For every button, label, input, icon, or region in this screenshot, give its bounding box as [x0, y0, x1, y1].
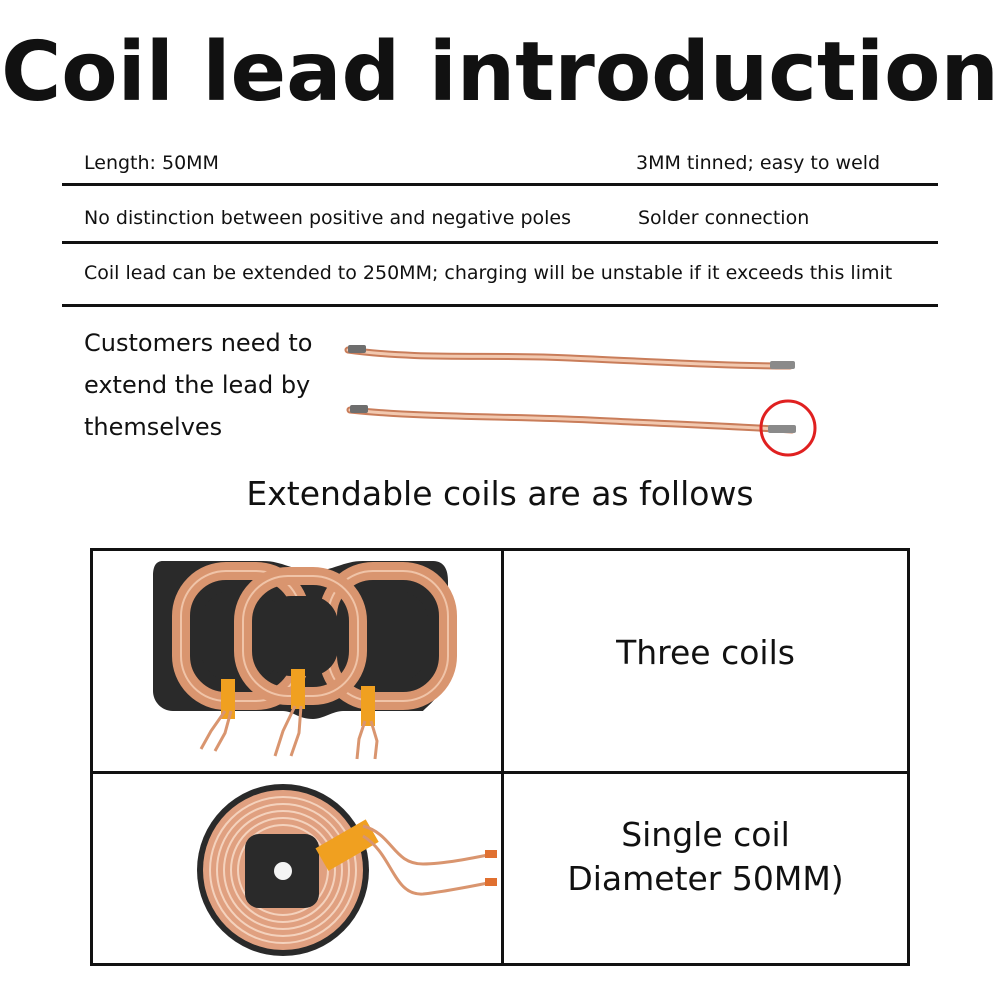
lead-extension-note: Customers need to extend the lead by the… — [84, 329, 313, 441]
coils-subtitle: Extendable coils are as follows — [246, 474, 754, 513]
three-coil-photo — [93, 551, 501, 771]
single-coil-photo — [93, 774, 501, 966]
three-coils-label: Three coils — [616, 633, 795, 672]
spec-polarity: No distinction between positive and nega… — [84, 207, 572, 229]
spec-length: Length: 50MM — [84, 152, 219, 174]
divider — [62, 241, 938, 244]
wire-lead-icon — [344, 345, 795, 370]
single-coil-label: Single coil — [621, 815, 790, 854]
coil-table: Three coils Single coil Diameter 50MM) — [90, 548, 910, 966]
spec-solder: Solder connection — [638, 207, 810, 229]
single-coil-diameter: Diameter 50MM) — [567, 859, 844, 898]
divider — [62, 183, 938, 186]
highlight-circle-icon — [759, 399, 817, 457]
grid-divider — [501, 551, 504, 963]
grid-divider — [93, 771, 907, 774]
page-title: Coil lead introduction — [1, 25, 999, 120]
spec-tinned: 3MM tinned; easy to weld — [636, 152, 881, 174]
lead-wires-figure — [340, 330, 840, 460]
divider — [62, 304, 938, 307]
wire-lead-icon — [346, 405, 796, 434]
spec-extension-limit: Coil lead can be extended to 250MM; char… — [84, 262, 893, 284]
